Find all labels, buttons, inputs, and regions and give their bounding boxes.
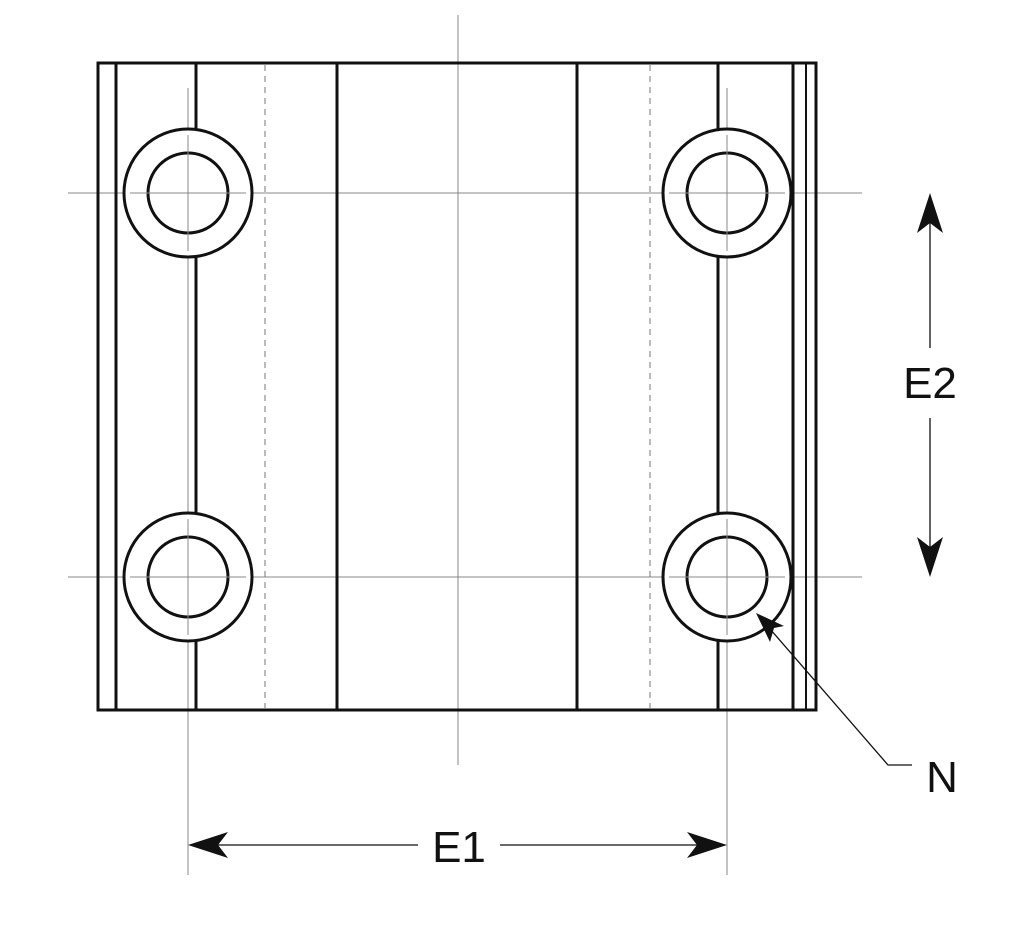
dimension-e2: E2 bbox=[903, 193, 957, 577]
plate-outline bbox=[96, 61, 818, 712]
hidden-lines bbox=[264, 65, 651, 708]
e1-arrowhead-right bbox=[687, 832, 727, 858]
e1-arrowhead-left bbox=[188, 832, 228, 858]
e2-label: E2 bbox=[903, 359, 957, 408]
n-leader-line bbox=[763, 621, 912, 766]
callout-n: N bbox=[756, 613, 958, 802]
e2-arrowhead-top bbox=[917, 193, 943, 233]
e2-arrowhead-bottom bbox=[917, 537, 943, 577]
n-leader-arrowhead bbox=[756, 613, 784, 642]
hole-center-marks bbox=[130, 135, 785, 635]
e1-label: E1 bbox=[432, 823, 486, 872]
n-label: N bbox=[926, 753, 958, 802]
dimension-e1: E1 bbox=[188, 823, 727, 872]
